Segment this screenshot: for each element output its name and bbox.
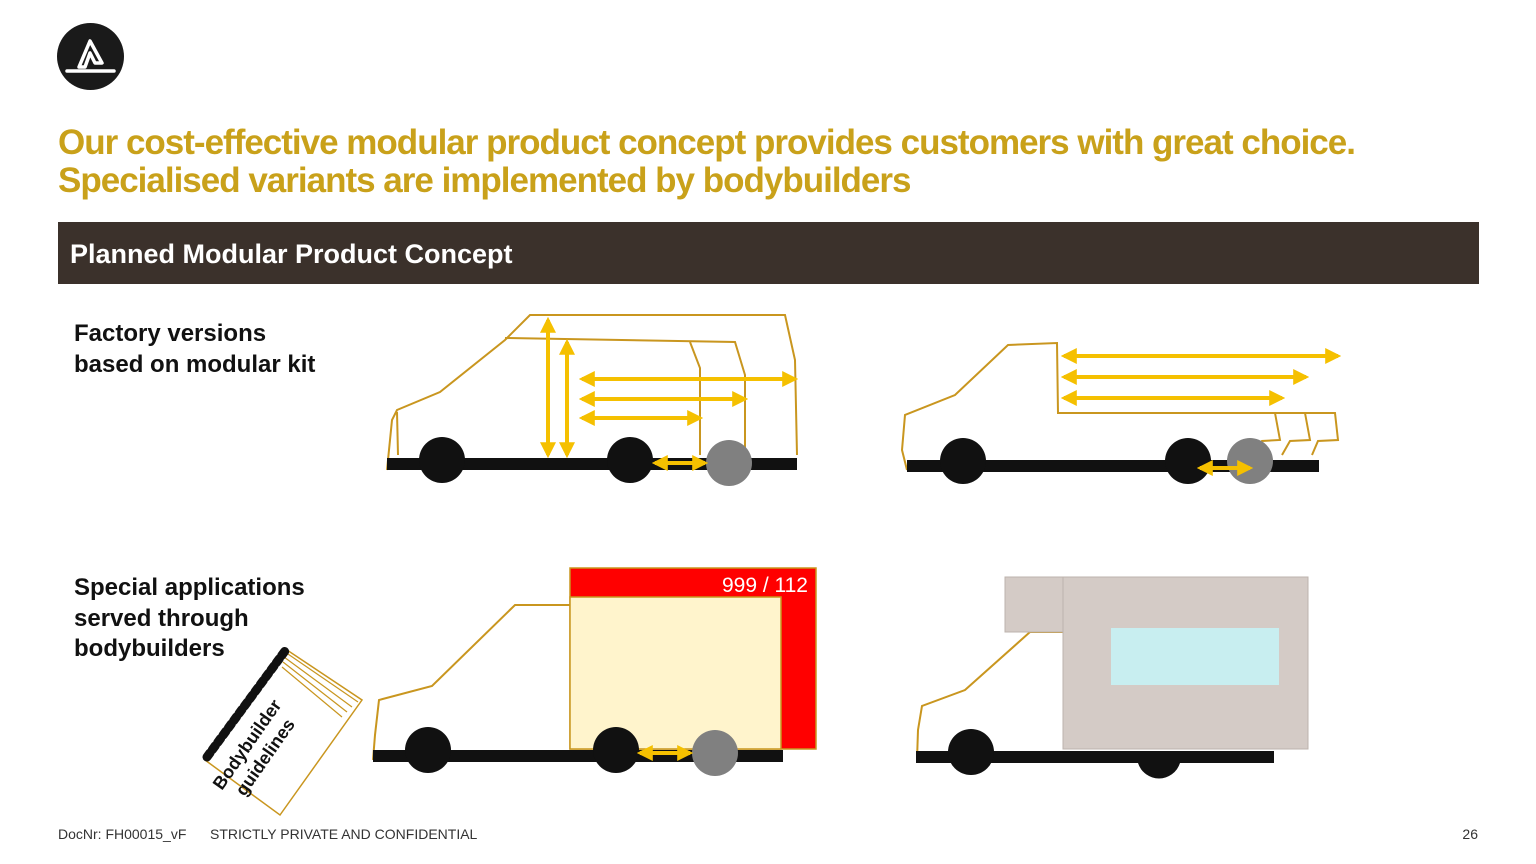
box-truck-illustration — [372, 567, 817, 776]
camper-illustration — [916, 576, 1309, 779]
section-header-bar: Planned Modular Product Concept — [58, 222, 1479, 284]
footer-confidential: STRICTLY PRIVATE AND CONFIDENTIAL — [210, 826, 478, 842]
page-number: 26 — [1462, 826, 1478, 842]
section-heading: Planned Modular Product Concept — [70, 239, 513, 269]
brand-logo-icon — [57, 23, 124, 90]
special-applications-label: Special applications served through body… — [74, 574, 305, 662]
factory-versions-label: Factory versions based on modular kit — [74, 320, 316, 378]
panel-van-illustration — [386, 314, 799, 486]
page-title: Our cost-effective modular product conce… — [58, 124, 1498, 200]
chassis-cab-illustration — [900, 341, 1342, 484]
title-line-2: Specialised variants are implemented by … — [58, 161, 911, 200]
footer-doc-number: DocNr: FH00015_vF — [58, 826, 187, 842]
booklet-icon: Bodybuilder guidelines — [202, 646, 364, 817]
title-line-1: Our cost-effective modular product conce… — [58, 123, 1356, 162]
box-label: 999 / 112 — [722, 574, 808, 597]
